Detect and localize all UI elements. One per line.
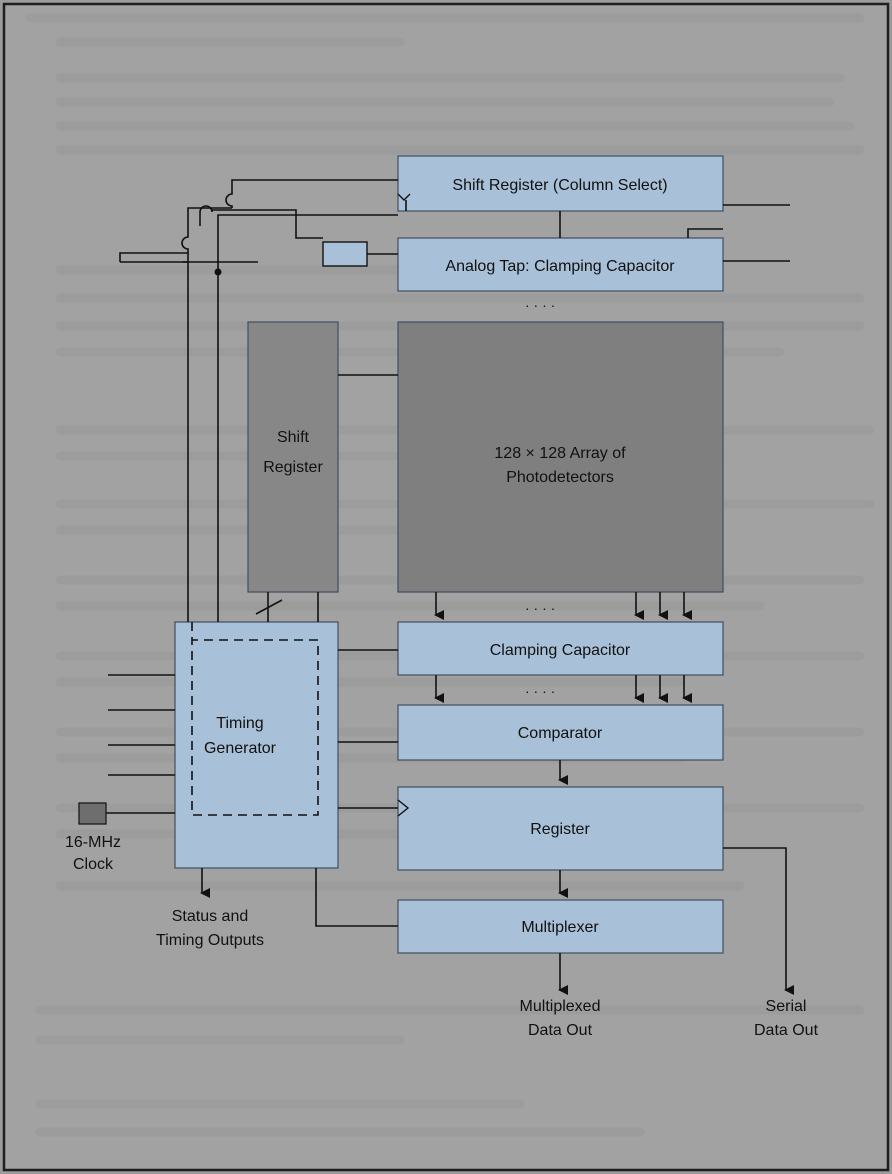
multiplexer-label: Multiplexer bbox=[521, 919, 599, 936]
serial-out-label-1: Serial bbox=[766, 998, 807, 1015]
analog-tap-block bbox=[397, 237, 724, 292]
ellipsis-top: · · · · bbox=[525, 297, 555, 313]
timing-generator-label-1: Timing bbox=[216, 715, 263, 732]
register-label: Register bbox=[530, 821, 590, 838]
shift-register-row-label-1: Shift bbox=[277, 429, 310, 446]
shift-register-row-block bbox=[247, 321, 339, 593]
photodetector-array-label-2: Photodetectors bbox=[506, 469, 614, 486]
clamping-capacitor-label: Clamping Capacitor bbox=[490, 642, 631, 659]
clock-symbol bbox=[78, 802, 107, 825]
serial-out-label-2: Data Out bbox=[754, 1022, 819, 1039]
small-switch-block bbox=[322, 241, 368, 267]
comparator-block bbox=[397, 704, 724, 761]
register-block bbox=[397, 786, 724, 871]
shift-register-column-block bbox=[397, 155, 724, 212]
connection-lines bbox=[106, 179, 794, 995]
status-outputs-label-2: Timing Outputs bbox=[156, 932, 264, 949]
timing-generator-dashed-region bbox=[191, 622, 319, 816]
comparator-label: Comparator bbox=[518, 725, 603, 742]
shift-register-row-label-2: Register bbox=[263, 459, 323, 476]
multiplexed-out-label-1: Multiplexed bbox=[520, 998, 601, 1015]
timing-generator-block bbox=[174, 621, 339, 869]
status-outputs-label-1: Status and bbox=[172, 908, 249, 925]
multiplexed-out-label-2: Data Out bbox=[528, 1022, 593, 1039]
clamping-capacitor-block bbox=[397, 621, 724, 676]
photodetector-array-block bbox=[397, 321, 724, 593]
multiplexer-block bbox=[397, 899, 724, 954]
clock-label-2: Clock bbox=[73, 856, 114, 873]
clock-label-1: 16-MHz bbox=[65, 834, 121, 851]
ellipsis-mid: · · · · bbox=[525, 600, 555, 616]
timing-generator-label-2: Generator bbox=[204, 740, 277, 757]
photodetector-array-label-1: 128 × 128 Array of bbox=[494, 445, 626, 462]
ellipsis-low: · · · · bbox=[525, 683, 555, 699]
shift-register-column-label: Shift Register (Column Select) bbox=[452, 177, 667, 194]
analog-tap-label: Analog Tap: Clamping Capacitor bbox=[445, 258, 675, 275]
